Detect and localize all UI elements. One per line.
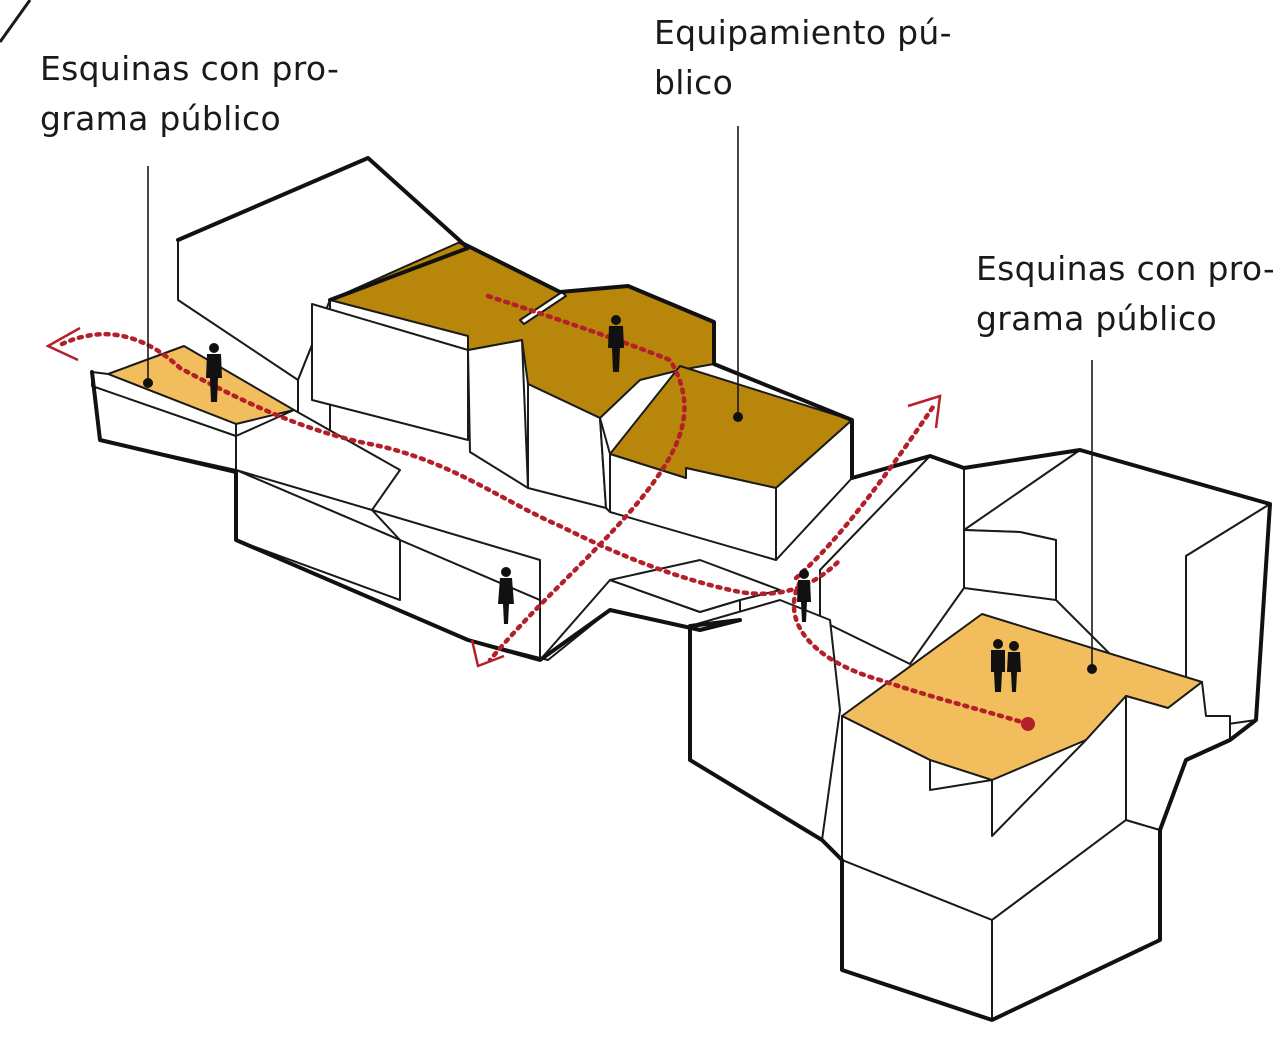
person-icon — [1007, 641, 1021, 692]
route-southwest-northeast — [793, 401, 938, 581]
label-corner-public-program-right: Esquinas con pro- grama público — [976, 244, 1273, 344]
label-public-equipment: Equipamiento pú- blico — [654, 8, 952, 108]
center-west-wall — [311, 303, 469, 441]
leader-dot-icon — [733, 412, 743, 422]
route-end-dot-icon — [1021, 717, 1035, 731]
label-line: Esquinas con pro- — [976, 249, 1273, 288]
people — [206, 315, 1021, 692]
label-line: blico — [654, 63, 734, 102]
person-icon — [797, 569, 811, 622]
left-wing — [91, 157, 541, 661]
label-line: Equipamiento pú- — [654, 13, 952, 52]
route-arrow-south-icon — [470, 639, 505, 668]
route-to-right-corner — [791, 579, 1031, 727]
right-wing — [689, 449, 1271, 1021]
route-arrow-west-icon — [45, 326, 81, 362]
walkway-platform — [609, 559, 781, 613]
person-icon — [608, 315, 624, 372]
roof-slot — [519, 291, 567, 325]
building-outline — [90, 156, 1272, 1022]
route-west-east — [59, 331, 843, 597]
right-tall-block-front — [963, 529, 1057, 601]
label-corner-public-program-left: Esquinas con pro- grama público — [40, 44, 339, 144]
corner-mark — [0, 0, 32, 43]
left-step-block — [235, 409, 401, 511]
pedestrian-routes — [45, 293, 1035, 731]
center-front-wall — [467, 339, 529, 489]
label-line: Esquinas con pro- — [40, 49, 340, 88]
person-icon — [498, 567, 514, 624]
leader-dot-icon — [143, 378, 153, 388]
route-north-south — [485, 293, 687, 663]
route-arrow-northeast-icon — [907, 394, 942, 429]
person-icon — [991, 639, 1005, 692]
leader-lines — [143, 126, 1097, 674]
central-walkway — [469, 559, 781, 661]
label-line: grama público — [40, 99, 281, 138]
left-lower-stair — [371, 509, 541, 601]
center-column — [599, 417, 611, 513]
leader-dot-icon — [1087, 664, 1097, 674]
label-line: grama público — [976, 299, 1217, 338]
walkway-block — [469, 579, 741, 661]
person-icon — [206, 343, 222, 402]
